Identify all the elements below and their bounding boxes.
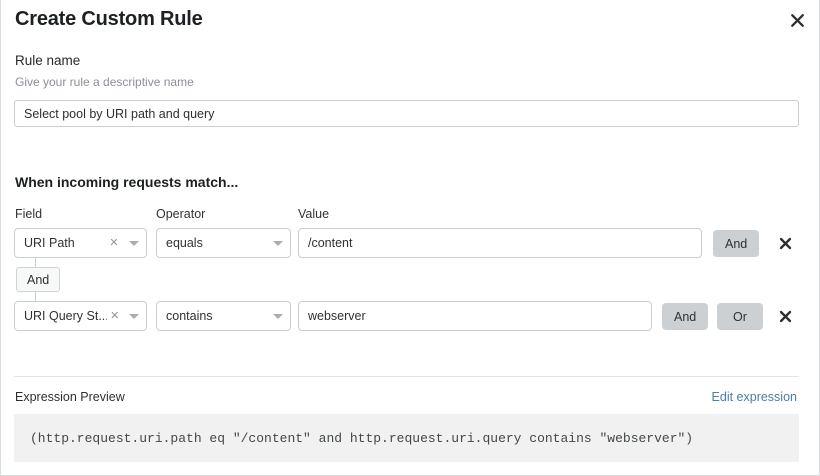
delete-condition-button-2[interactable] [775, 301, 795, 331]
delete-icon [779, 310, 791, 322]
add-and-condition-button-1[interactable]: And [713, 230, 760, 257]
rule-name-input[interactable] [14, 100, 799, 127]
value-input-1[interactable] [298, 228, 702, 258]
condition-connector-and[interactable]: And [16, 267, 61, 292]
section-divider [14, 376, 799, 377]
expression-preview-label: Expression Preview [15, 390, 125, 404]
operator-select-2[interactable]: contains [156, 301, 291, 331]
operator-select-2-value: contains [166, 309, 213, 323]
operator-select-1[interactable]: equals [156, 228, 291, 258]
expression-preview-text: (http.request.uri.path eq "/content" and… [30, 430, 694, 446]
close-small-icon[interactable]: ✕ [109, 236, 119, 249]
page-title: Create Custom Rule [15, 8, 203, 30]
close-small-icon[interactable]: ✕ [110, 309, 120, 322]
field-select-2-value: URI Query St... [24, 309, 107, 323]
add-or-condition-button-2[interactable]: Or [717, 303, 763, 330]
field-select-2[interactable]: URI Query St... ✕ [14, 301, 147, 331]
expression-preview-box: (http.request.uri.path eq "/content" and… [14, 414, 799, 462]
column-header-operator: Operator [156, 207, 206, 221]
delete-condition-button-1[interactable] [775, 228, 795, 258]
operator-select-1-value: equals [166, 236, 203, 250]
column-header-value: Value [298, 207, 330, 221]
match-heading: When incoming requests match... [15, 174, 239, 190]
chevron-down-icon[interactable] [266, 313, 290, 319]
rule-name-label: Rule name [15, 53, 81, 68]
chevron-down-icon[interactable] [122, 240, 146, 246]
field-select-1[interactable]: URI Path ✕ [14, 228, 147, 258]
value-input-2[interactable] [298, 301, 652, 331]
chevron-down-icon[interactable] [123, 313, 146, 319]
field-select-1-value: URI Path [24, 236, 75, 250]
column-header-field: Field [15, 207, 43, 221]
add-and-condition-button-2[interactable]: And [662, 303, 709, 330]
delete-icon [779, 237, 791, 249]
close-icon-glyph [790, 13, 804, 27]
rule-name-description: Give your rule a descriptive name [15, 75, 194, 89]
chevron-down-icon[interactable] [266, 240, 290, 246]
close-icon[interactable] [783, 6, 811, 34]
edit-expression-link[interactable]: Edit expression [711, 390, 797, 404]
